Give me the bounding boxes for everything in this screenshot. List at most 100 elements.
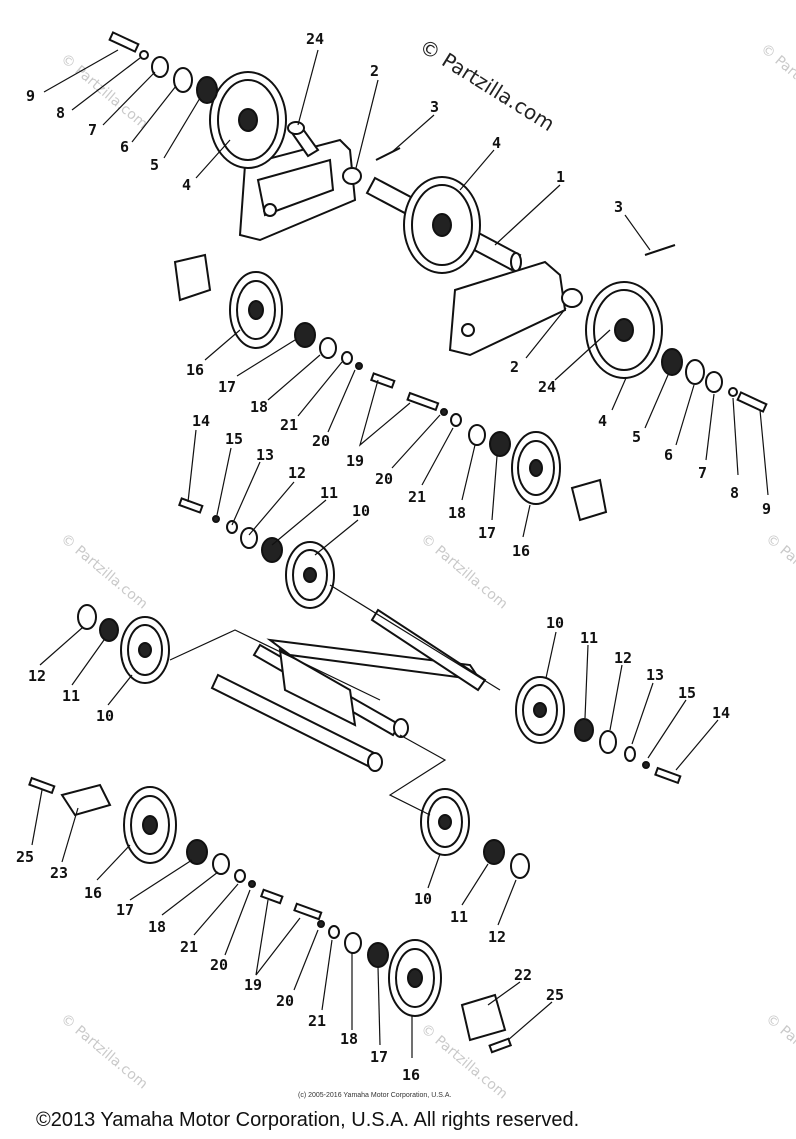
idler-wheel-set-lower [28,776,513,1054]
callout: 15 [225,430,243,448]
callout: 1 [556,168,565,186]
small-wheel [420,788,470,856]
callout: 18 [448,504,466,522]
seal [599,730,617,754]
callout: 3 [430,98,439,116]
seal [77,604,97,630]
callout: 18 [250,398,268,416]
right-bracket [448,260,567,357]
idler-wheel-set-upper [173,253,608,522]
small-wheel [285,541,335,609]
bracket-block [173,253,212,302]
callout: 22 [514,966,532,984]
callout-labels: 9 8 7 6 5 4 24 2 3 4 1 3 16 17 18 21 20 … [16,30,771,1084]
idler-wheel [511,431,561,505]
callout: 8 [56,104,65,122]
assembly-line [329,584,501,691]
leader-lines [31,49,769,1058]
callout: 3 [614,198,623,216]
rear-axle-assembly [108,31,768,413]
callout: 11 [450,908,468,926]
frame-rail [370,608,487,692]
callout: 12 [288,464,306,482]
washer [248,880,256,888]
callout: 6 [120,138,129,156]
seal [173,67,193,93]
callout: 11 [580,629,598,647]
seal [240,527,258,549]
seal [685,359,705,385]
assembly-line [388,734,447,816]
bearing [99,618,119,642]
seal [510,853,530,879]
watermark: © Partzilla.com [57,1011,150,1093]
callout: 8 [730,484,739,502]
small-wheel [120,616,170,684]
bearing [367,942,389,968]
callout: 10 [96,707,114,725]
watermark: © Partzilla.com [757,41,796,123]
callout: 15 [678,684,696,702]
bolt [293,902,323,921]
callout: 18 [340,1030,358,1048]
callout: 12 [488,928,506,946]
bearing [483,839,505,865]
watermark: © Partzilla.com [417,531,510,613]
spacer [341,351,353,365]
watermark: © Partzilla.com [762,1011,796,1093]
callout: 11 [320,484,338,502]
callout: 14 [192,412,210,430]
seal [319,337,337,359]
callout: 17 [218,378,236,396]
left-bracket [238,138,357,242]
large-wheel [585,281,663,379]
callout: 25 [546,986,564,1004]
copyright-notice: ©2013 Yamaha Motor Corporation, U.S.A. A… [36,1109,579,1131]
bolt [654,766,682,785]
bracket-block [60,783,112,817]
callout: 13 [256,446,274,464]
bearing [261,537,283,563]
idler-wheel [123,786,177,864]
spacer [234,869,246,883]
bracket-block [570,478,608,522]
assembly-line [169,629,381,701]
callout: 24 [538,378,556,396]
bolt [736,391,768,413]
seal [212,853,230,875]
callout: 19 [244,976,262,994]
spacer-tube [287,121,320,158]
watermark-main: © Partzilla.com [415,34,559,136]
callout: 11 [62,687,80,705]
pin [644,244,676,256]
callout: 10 [414,890,432,908]
callout: 14 [712,704,730,722]
spacer [450,413,462,427]
bracket-block [460,993,507,1042]
callout: 7 [88,121,97,139]
callout: 5 [632,428,641,446]
washer [440,408,448,416]
callout: 10 [546,614,564,632]
collar [342,167,362,185]
idler-wheel [388,939,442,1017]
bolt [259,888,284,905]
bearing [294,322,316,348]
washer [317,920,325,928]
pin [375,147,401,161]
large-wheel [209,71,287,169]
callout: 2 [510,358,519,376]
callout: 4 [598,412,607,430]
callout: 17 [370,1048,388,1066]
callout: 2 [370,62,379,80]
callout: 23 [50,864,68,882]
spacer [624,746,636,762]
callout: 12 [614,649,632,667]
bearing [489,431,511,457]
callout: 20 [312,432,330,450]
seal [468,424,486,446]
bolt [370,372,396,389]
watermark: © Partzilla.com [57,531,150,613]
callout: 16 [84,884,102,902]
